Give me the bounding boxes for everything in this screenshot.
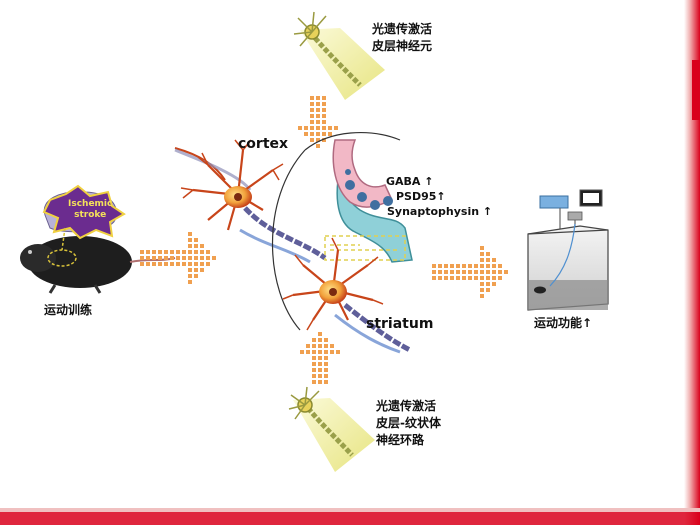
marker-gaba: GABA ↑	[386, 175, 434, 188]
top-optogenetic-label: 光遗传激活 皮层神经元	[372, 22, 433, 53]
cortex-label: cortex	[238, 136, 289, 152]
top-neuron-beam	[293, 11, 385, 100]
motor-function-label: 运动功能↑	[534, 316, 593, 330]
divider-arc	[272, 149, 306, 331]
synapse-inset	[324, 139, 413, 263]
striatum-label: striatum	[366, 316, 434, 332]
striatum-neuron	[282, 237, 412, 354]
marker-psd95: PSD95↑	[396, 190, 446, 203]
behavior-apparatus	[527, 189, 609, 311]
motor-training-label: 运动训练	[44, 303, 93, 317]
mouse-with-stroke	[20, 184, 176, 294]
right-accent-bar	[684, 0, 700, 525]
bottom-optogenetic-label: 光遗传激活 皮层-纹状体 神经环路	[376, 399, 441, 447]
arrow-right-right	[432, 246, 508, 298]
bottom-neuron-beam	[288, 386, 375, 472]
ischemic-stroke-label: Ischemic stroke	[68, 199, 113, 220]
cortex-neuron	[174, 139, 327, 264]
arrow-up-bottom	[300, 332, 340, 384]
right-accent-bar-solid	[692, 60, 700, 120]
arrow-right-left	[140, 232, 216, 284]
bottom-accent-band	[0, 511, 700, 525]
marker-synaptophysin: Synaptophysin ↑	[387, 205, 493, 218]
arrow-down-top	[298, 96, 338, 148]
